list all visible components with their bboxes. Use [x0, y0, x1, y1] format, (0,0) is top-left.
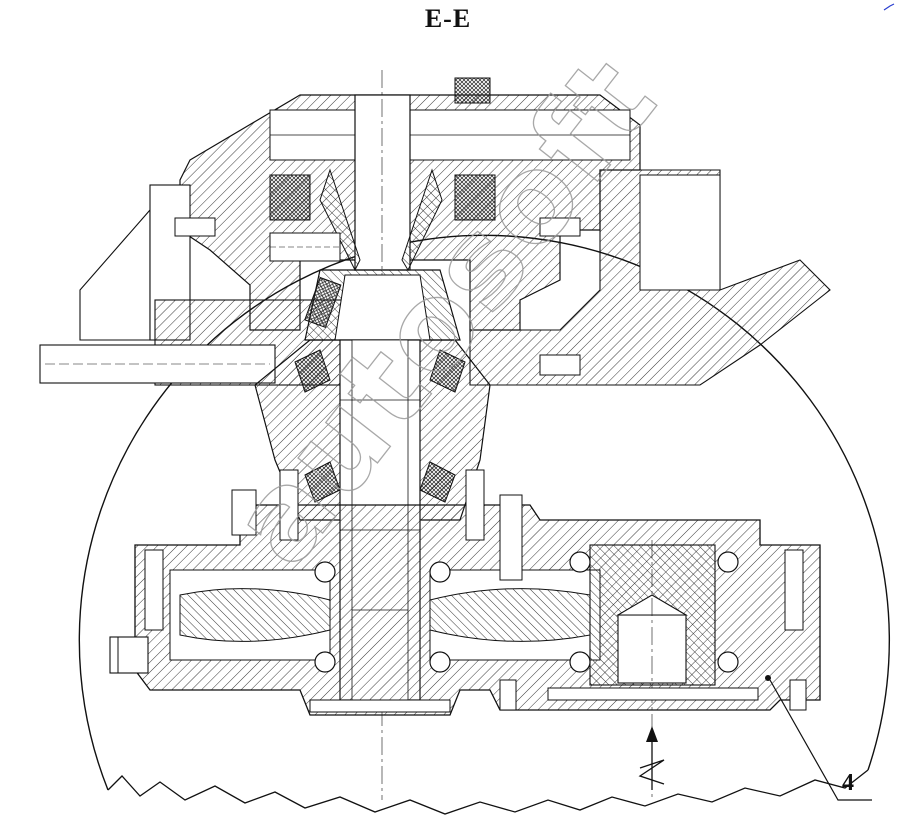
upper-housing — [179, 70, 641, 800]
callout-part-number: 4 — [842, 770, 854, 796]
direction-arrow — [638, 726, 665, 790]
leader-line-4 — [769, 679, 872, 801]
break-line — [107, 769, 869, 815]
lower-gearbox — [109, 469, 821, 800]
section-title: E-E — [424, 4, 472, 33]
side-casings — [39, 169, 831, 386]
corner-mark — [883, 3, 895, 11]
